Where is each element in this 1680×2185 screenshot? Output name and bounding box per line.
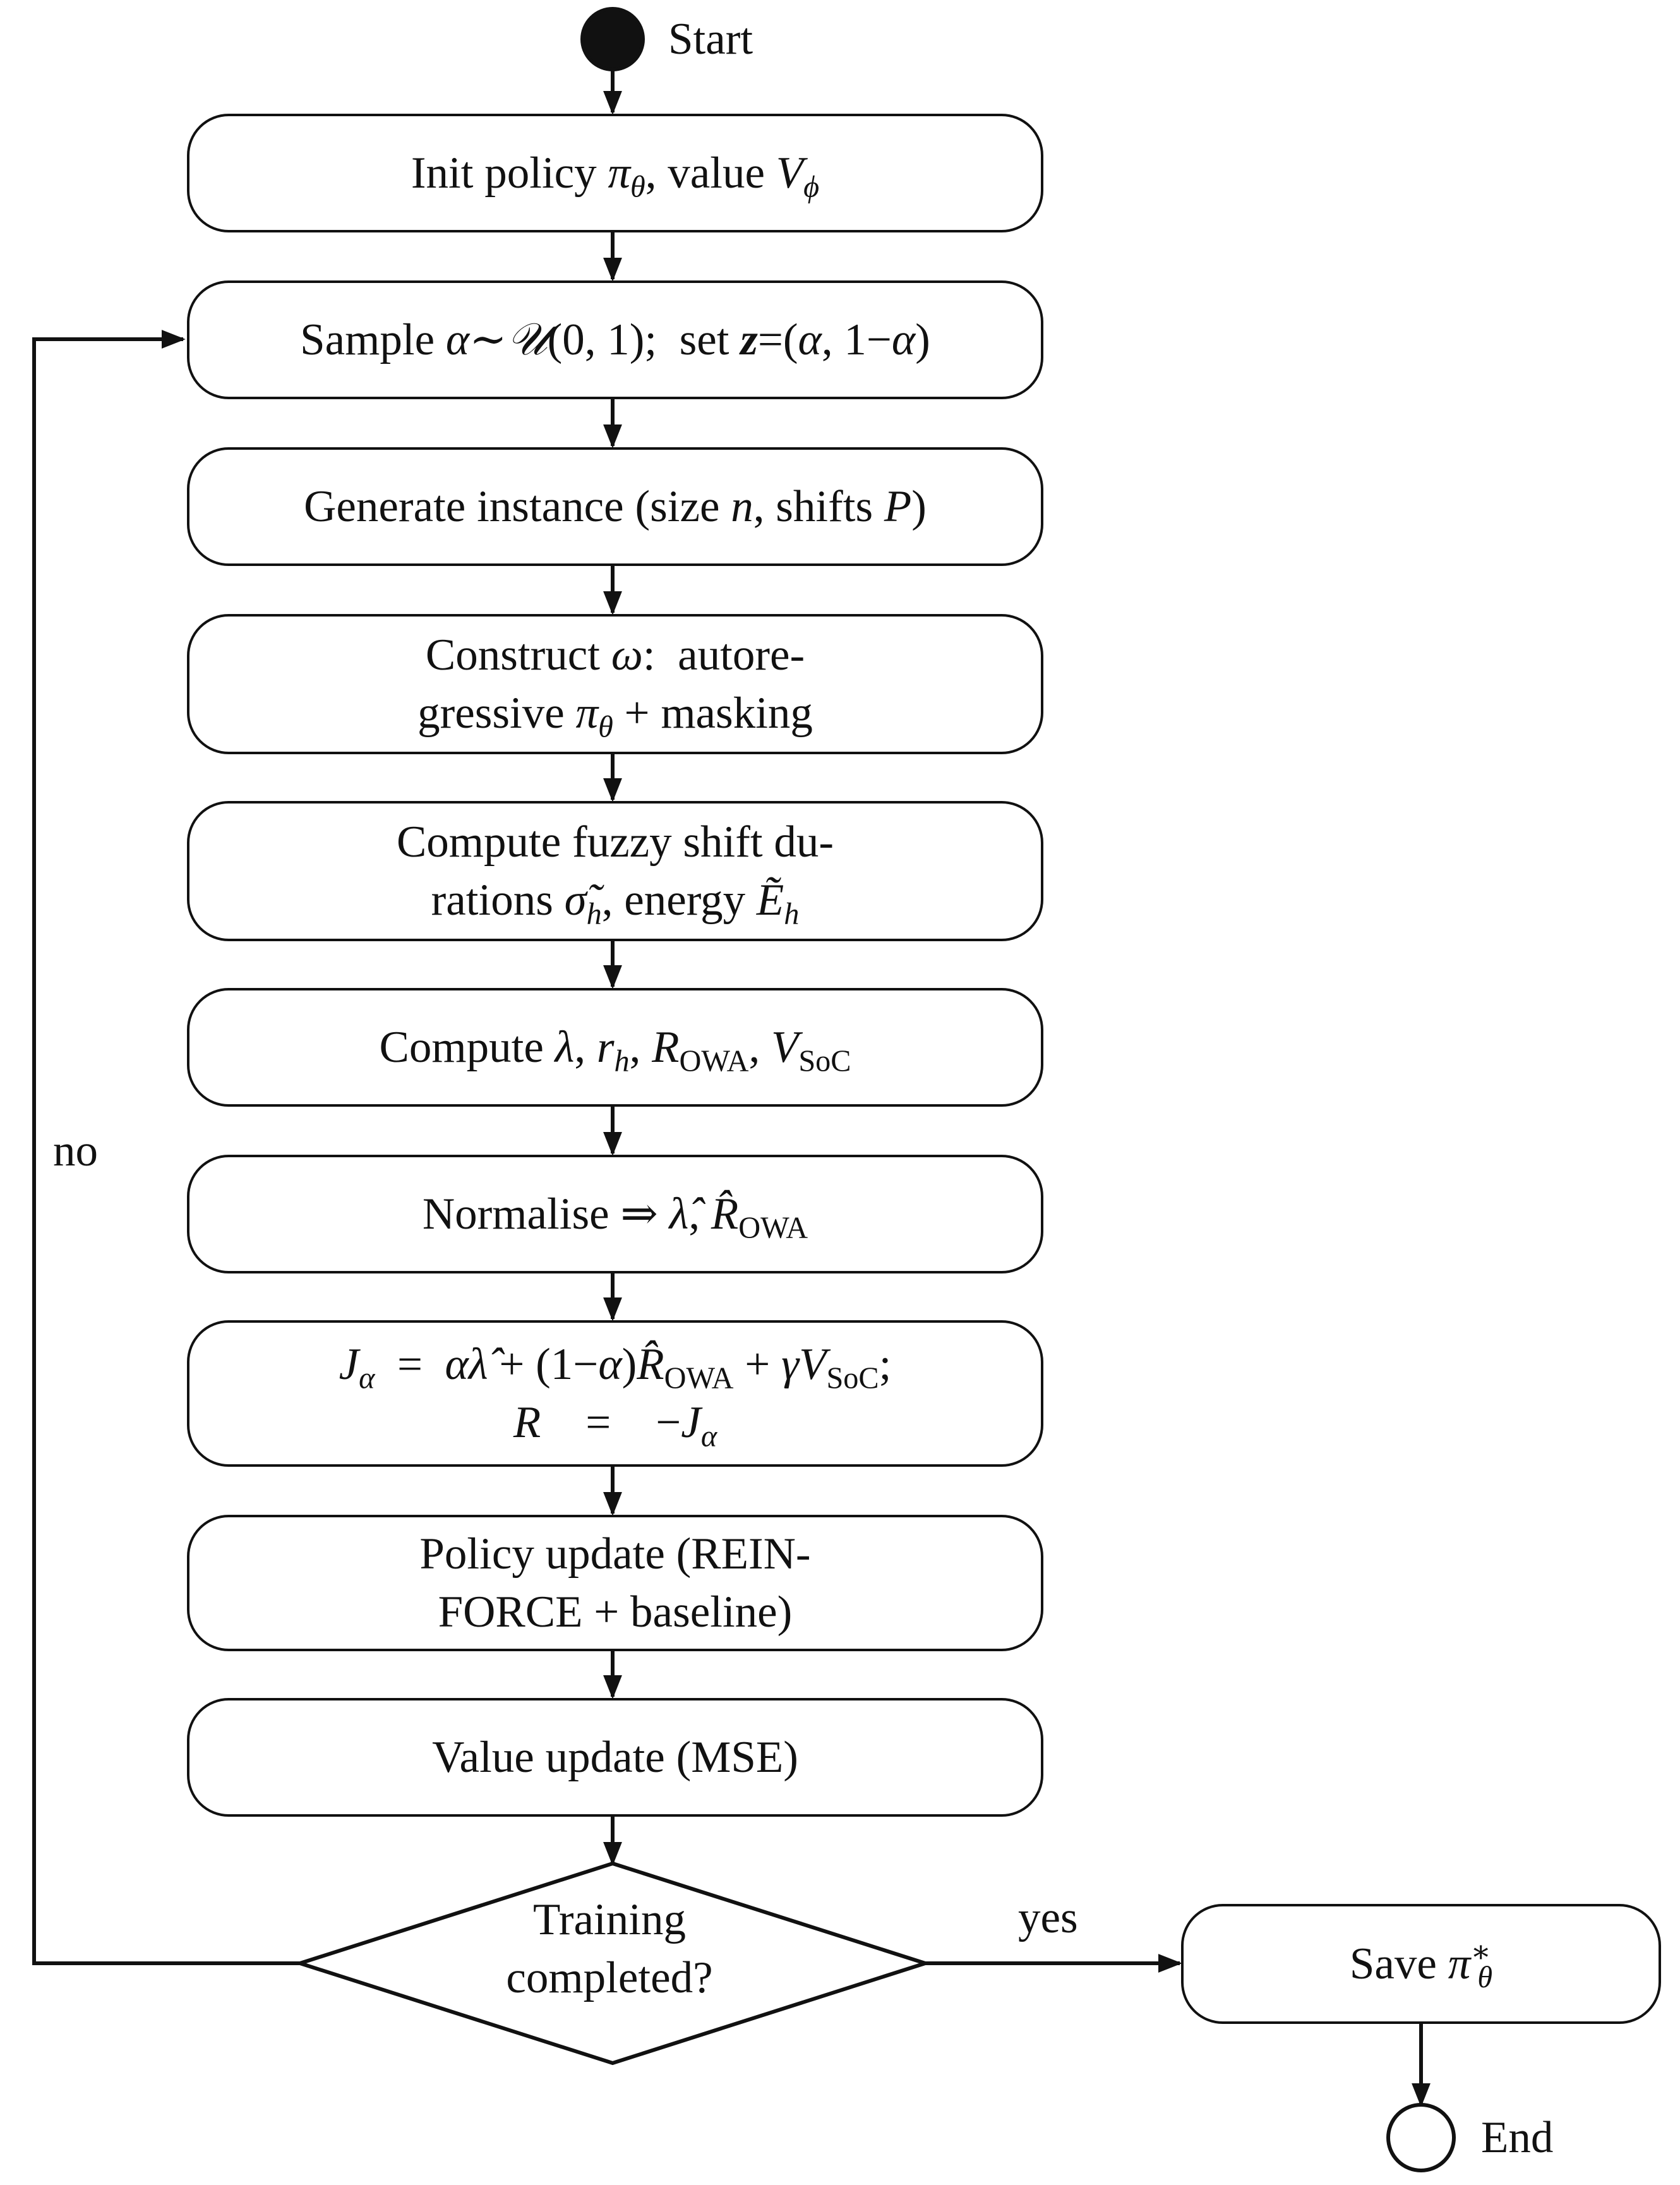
construct-step-line1: Construct ω: autore-	[425, 630, 805, 680]
objective-step-line2: R = −Jα	[513, 1398, 717, 1454]
value-update-text: Value update (MSE)	[432, 1733, 798, 1782]
decision-line1: Training	[533, 1895, 686, 1944]
fuzzy-step-line1: Compute fuzzy shift du-	[396, 817, 834, 867]
sample-step-text: Sample α∼𝒰(0, 1); set z=(α, 1−α)	[300, 315, 930, 364]
edge-no-loop	[32, 330, 300, 1965]
policy-update-line2: FORCE + baseline)	[438, 1587, 793, 1637]
sample-step: Sample α∼𝒰(0, 1); set z=(α, 1−α)	[187, 280, 1043, 399]
objective-step: Jα = αλ̂ + (1−α)R̂OWA + γVSoC; R = −Jα	[187, 1320, 1043, 1467]
metrics-step-text: Compute λ, rh, ROWA, VSoC	[379, 1023, 851, 1078]
generate-step: Generate instance (size n, shifts P)	[187, 447, 1043, 566]
save-step: Save π∗θ	[1181, 1904, 1661, 2024]
construct-step: Construct ω: autore- gressive πθ + maski…	[187, 614, 1043, 754]
end-node	[1386, 2103, 1456, 2172]
fuzzy-step-line2: rations σ̃h, energy Ẽh	[431, 876, 800, 931]
end-label: End	[1481, 2113, 1554, 2162]
objective-step-line1: Jα = αλ̂ + (1−α)R̂OWA + γVSoC;	[339, 1340, 892, 1395]
start-label: Start	[668, 15, 753, 64]
decision-text: Training completed?	[297, 1846, 922, 2052]
generate-step-text: Generate instance (size n, shifts P)	[304, 482, 927, 531]
init-step: Init policy πθ, value Vϕ	[187, 114, 1043, 232]
metrics-step: Compute λ, rh, ROWA, VSoC	[187, 988, 1043, 1107]
save-step-text: Save π∗θ	[1349, 1935, 1493, 1995]
no-label: no	[53, 1126, 98, 1176]
policy-update-step: Policy update (REIN- FORCE + baseline)	[187, 1515, 1043, 1651]
normalise-step: Normalise ⇒ λ̂, R̂OWA	[187, 1155, 1043, 1273]
decision-diamond	[294, 1861, 932, 2066]
fuzzy-step: Compute fuzzy shift du- rations σ̃h, ene…	[187, 801, 1043, 941]
decision-line2: completed?	[506, 1953, 713, 2002]
construct-step-line2: gressive πθ + masking	[417, 689, 813, 744]
value-update-step: Value update (MSE)	[187, 1698, 1043, 1817]
init-step-text: Init policy πθ, value Vϕ	[411, 148, 820, 204]
yes-label: yes	[1018, 1893, 1078, 1942]
policy-update-line1: Policy update (REIN-	[419, 1529, 811, 1579]
start-node	[580, 7, 645, 71]
normalise-step-text: Normalise ⇒ λ̂, R̂OWA	[422, 1189, 808, 1245]
